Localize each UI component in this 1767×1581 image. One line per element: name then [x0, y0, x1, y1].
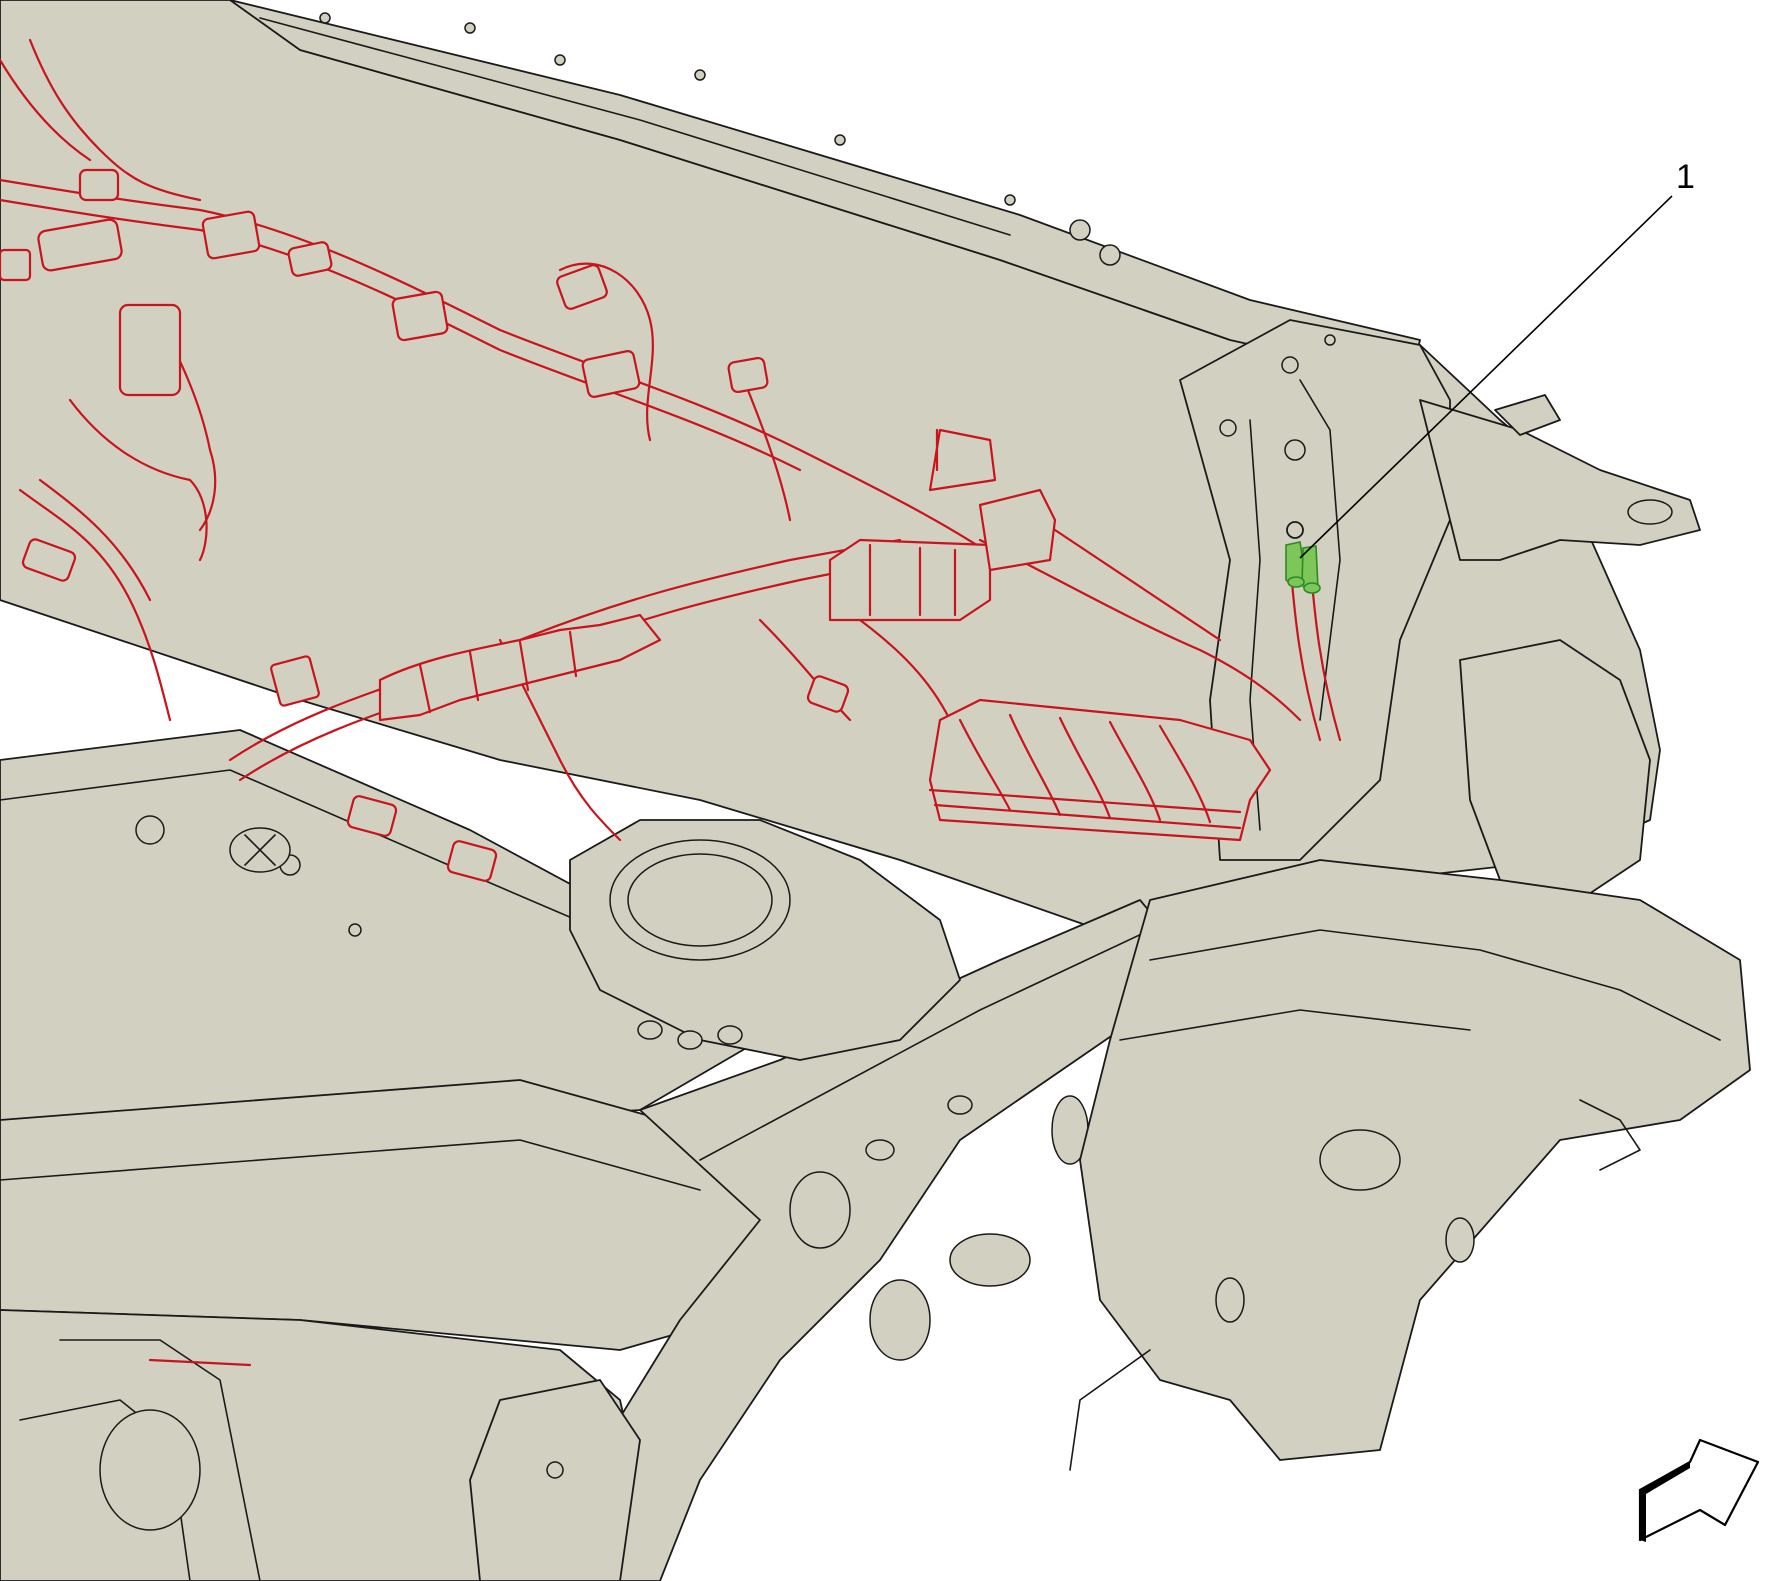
center-rail: [559, 899, 1191, 1581]
arrow-icon: [1638, 1438, 1760, 1542]
lower-bracket: [469, 1379, 641, 1581]
harness-conduit: [378, 613, 662, 722]
tab-plate: [1494, 394, 1561, 436]
wiring-harness: [0, 38, 1342, 1367]
harness-clip-plate: [828, 538, 992, 622]
right-lower-rail: [1079, 859, 1751, 1461]
harness-bracket: [978, 488, 1057, 572]
ground-terminal: [1285, 521, 1321, 594]
harness-junction-block: [928, 698, 1272, 842]
callout-leader-line: [1299, 195, 1673, 559]
callout-label-1: 1: [1676, 158, 1695, 196]
strut-tower-right: [1459, 639, 1651, 901]
callout-1: 1: [1299, 158, 1695, 559]
harness-connectors: [0, 168, 997, 882]
upper-rail-bracket: [1419, 399, 1701, 561]
